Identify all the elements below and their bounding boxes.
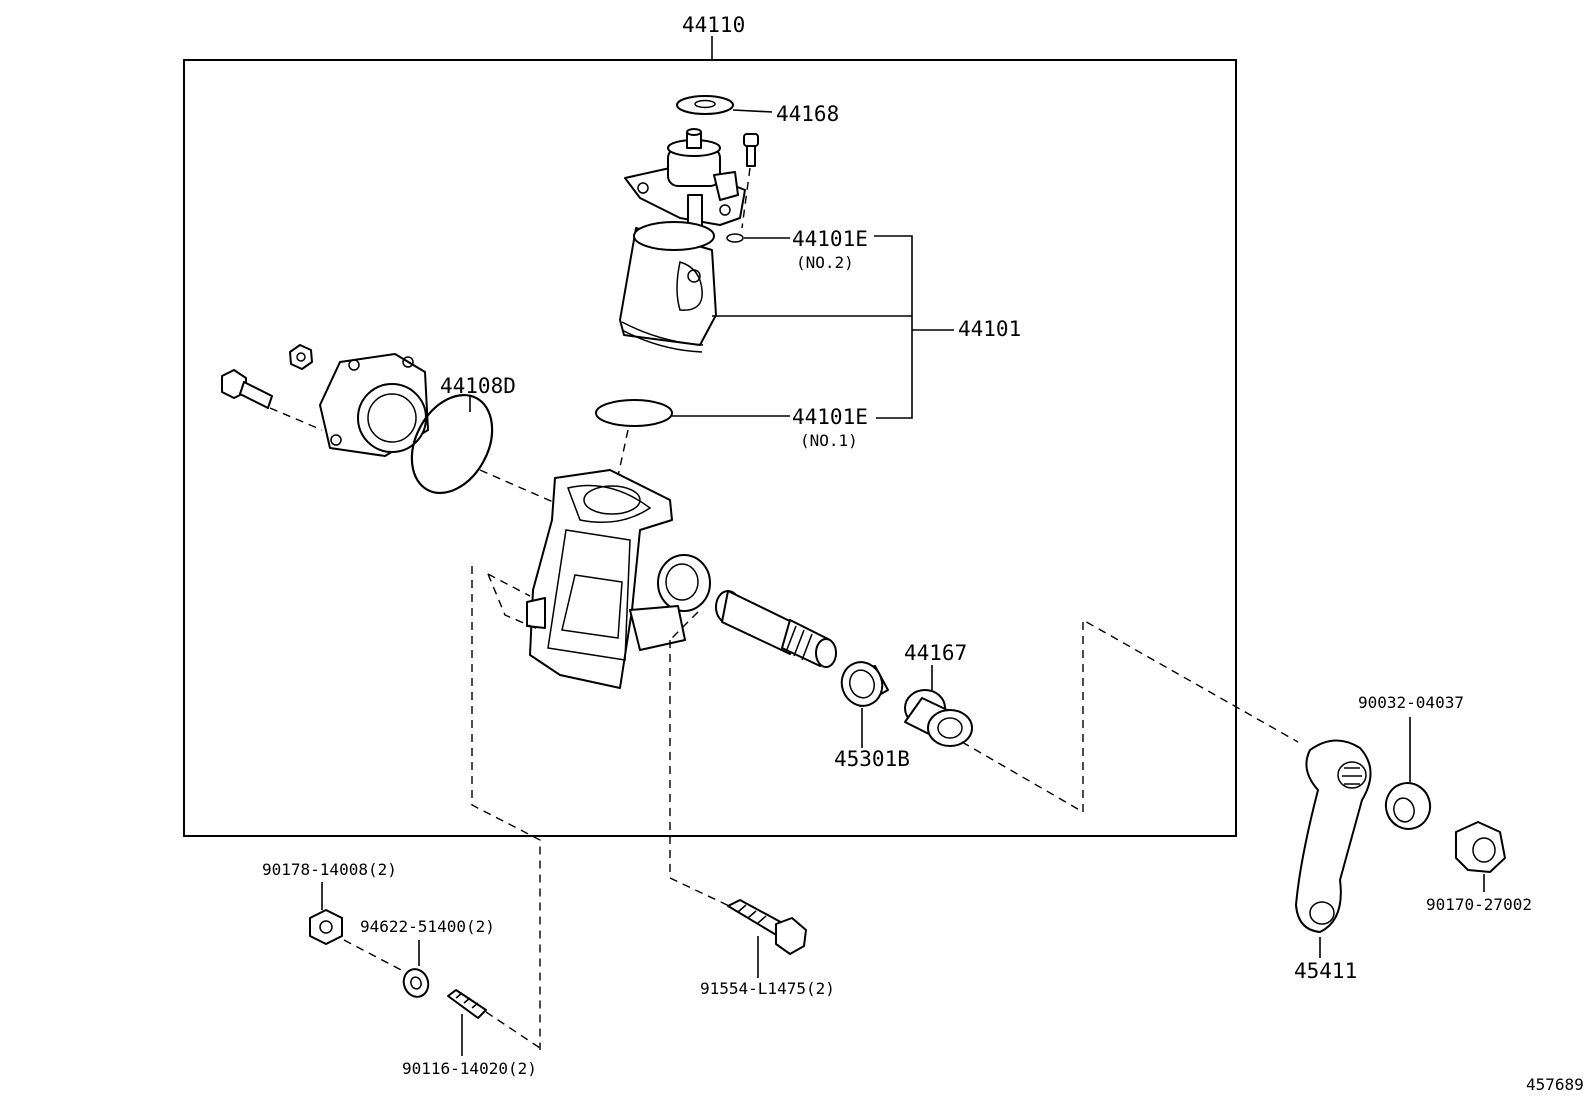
- oring-44108d[interactable]: [396, 381, 508, 507]
- cover-bolt[interactable]: [221, 369, 273, 409]
- label-44108d: 44108D: [440, 374, 516, 398]
- pitman-arm[interactable]: [1295, 739, 1372, 933]
- sector-shaft[interactable]: [715, 590, 837, 668]
- mount-bolt[interactable]: [727, 899, 807, 955]
- label-91554-l1475: 91554-L1475(2): [700, 979, 835, 998]
- label-45301b: 45301B: [834, 747, 910, 771]
- diagram-number: 457689: [1526, 1075, 1584, 1094]
- label-no2: (NO.2): [796, 253, 854, 272]
- label-44101e-no1: 44101E: [792, 405, 868, 429]
- assembly-frame: [183, 59, 1237, 837]
- side-cover[interactable]: [319, 353, 429, 457]
- label-90116-14020: 90116-14020(2): [402, 1059, 537, 1078]
- cap-nut[interactable]: [289, 344, 313, 370]
- label-90178-14008: 90178-14008(2): [262, 860, 397, 879]
- oring-no2[interactable]: [726, 233, 744, 243]
- oring-no1[interactable]: [595, 399, 673, 427]
- label-44101e-no2: 44101E: [792, 227, 868, 251]
- label-44168: 44168: [776, 102, 839, 126]
- gear-housing[interactable]: [526, 469, 711, 689]
- control-valve-assembly[interactable]: [619, 128, 746, 353]
- washer-arm[interactable]: [1381, 778, 1435, 834]
- washer-44168[interactable]: [676, 95, 734, 115]
- washer-left[interactable]: [400, 966, 432, 1001]
- label-90170-27002: 90170-27002: [1426, 895, 1532, 914]
- stud-bolt[interactable]: [447, 989, 487, 1019]
- label-no1: (NO.1): [800, 431, 858, 450]
- small-bolt[interactable]: [743, 133, 759, 167]
- label-45411: 45411: [1294, 959, 1357, 983]
- label-44167: 44167: [904, 641, 967, 665]
- nut-left[interactable]: [309, 909, 343, 945]
- nut-arm[interactable]: [1455, 821, 1506, 873]
- label-90032-04037: 90032-04037: [1358, 693, 1464, 712]
- oil-seal[interactable]: [836, 656, 889, 711]
- label-44101: 44101: [958, 317, 1021, 341]
- label-94622-51400: 94622-51400(2): [360, 917, 495, 936]
- label-44110: 44110: [682, 13, 745, 37]
- bearing[interactable]: [904, 689, 973, 747]
